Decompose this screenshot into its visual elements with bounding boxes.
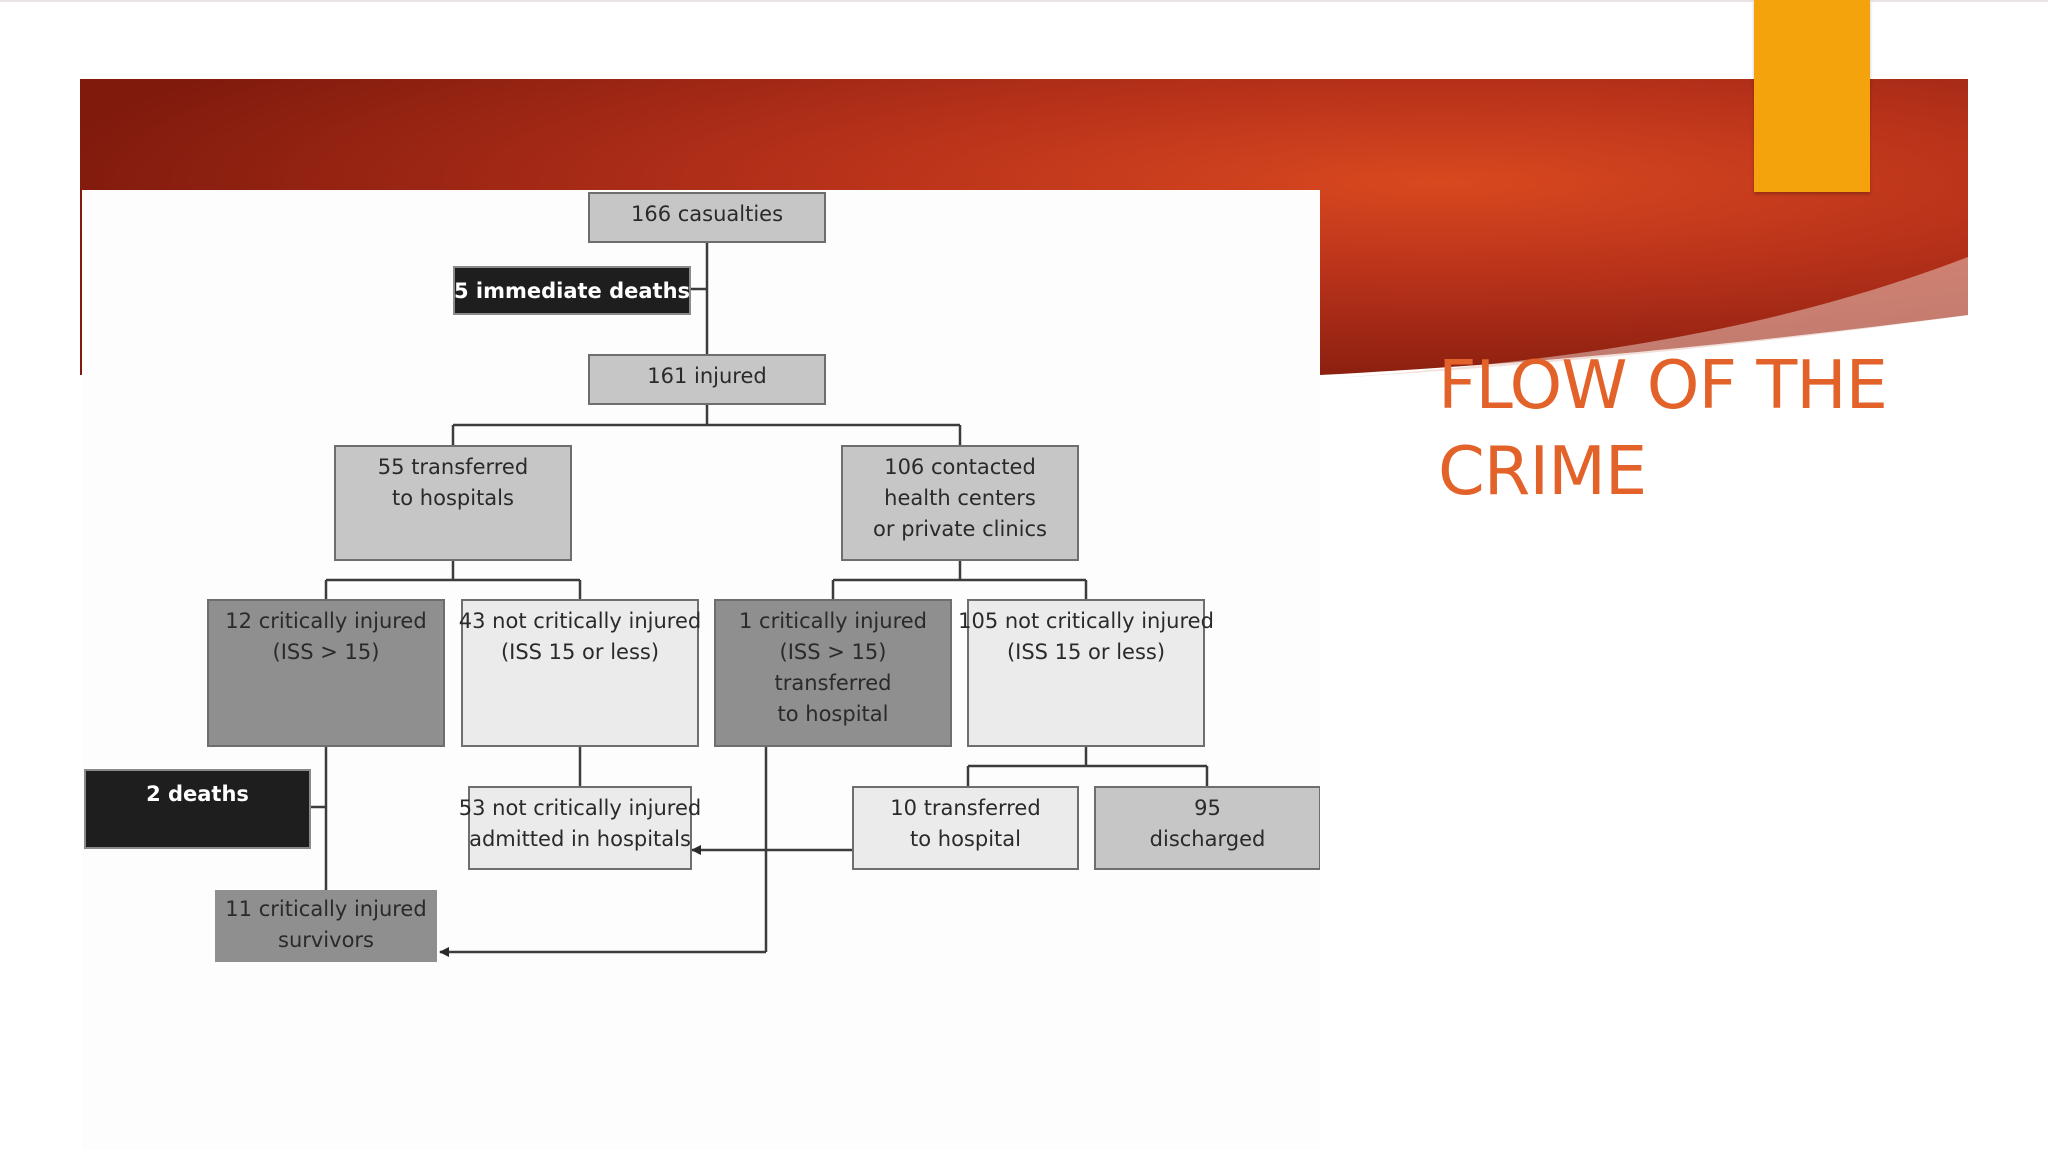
node-text: 53 not critically injured: [459, 796, 701, 820]
node-text: survivors: [278, 928, 374, 952]
node-injured: 161 injured: [588, 354, 826, 405]
node-not-critical-43: 43 not critically injured (ISS 15 or less…: [459, 599, 701, 747]
node-box: [468, 786, 692, 870]
node-text: 10 transferred: [890, 796, 1040, 820]
node-transferred-hospitals: 55 transferred to hospitals: [334, 445, 572, 561]
node-casualties: 166 casualties: [588, 192, 826, 243]
flow-nodes: 166 casualties 5 immediate deaths 161 inju…: [84, 192, 1320, 962]
node-text: 106 contacted: [884, 455, 1036, 479]
node-text: discharged: [1150, 827, 1266, 851]
node-text: to hospital: [778, 702, 889, 726]
node-survivors-11: 11 critically injured survivors: [215, 890, 437, 962]
node-text: (ISS > 15): [273, 640, 380, 664]
top-border: [0, 0, 2048, 2]
node-box: [852, 786, 1079, 870]
node-text: 55 transferred: [378, 455, 528, 479]
node-text: or private clinics: [873, 517, 1047, 541]
node-text: 5 immediate deaths: [454, 279, 690, 303]
node-deaths-2: 2 deaths: [84, 769, 311, 849]
node-text: 95: [1194, 796, 1221, 820]
node-text: 11 critically injured: [225, 897, 426, 921]
node-box: [84, 769, 311, 849]
node-text: 161 injured: [647, 364, 766, 388]
node-text: to hospital: [910, 827, 1021, 851]
flowchart-panel: 166 casualties 5 immediate deaths 161 inju…: [82, 190, 1320, 1150]
node-text: (ISS 15 or less): [501, 640, 659, 664]
node-text: 2 deaths: [146, 782, 249, 806]
accent-bar: [1754, 0, 1870, 192]
node-box: [841, 445, 1079, 561]
node-critical-1: 1 critically injured (ISS > 15) transferre…: [714, 599, 952, 747]
node-text: 12 critically injured: [225, 609, 426, 633]
node-text: admitted in hospitals: [469, 827, 691, 851]
node-box: [967, 599, 1205, 747]
node-admitted-53: 53 not critically injured admitted in hos…: [459, 786, 701, 870]
node-box: [588, 354, 826, 405]
node-text: 1 critically injured: [739, 609, 927, 633]
node-text: health centers: [884, 486, 1036, 510]
node-box: [714, 599, 952, 747]
title-line-2: CRIME: [1438, 432, 1647, 510]
node-box: [588, 192, 826, 243]
node-transferred-10: 10 transferred to hospital: [852, 786, 1079, 870]
node-text: transferred: [775, 671, 892, 695]
node-text: to hospitals: [392, 486, 514, 510]
connectors: [310, 241, 1209, 957]
node-immediate-deaths: 5 immediate deaths: [453, 266, 691, 315]
node-critical-12: 12 critically injured (ISS > 15): [207, 599, 445, 747]
node-discharged-95: 95 discharged: [1094, 786, 1320, 870]
node-box: [453, 266, 691, 315]
node-not-critical-105: 105 not critically injured (ISS 15 or les…: [958, 599, 1214, 747]
node-text: 105 not critically injured: [958, 609, 1214, 633]
node-text: 43 not critically injured: [459, 609, 701, 633]
node-box: [1094, 786, 1320, 870]
node-text: (ISS > 15): [780, 640, 887, 664]
flowchart: 166 casualties 5 immediate deaths 161 inju…: [84, 192, 1320, 962]
title-line-1: FLOW OF THE: [1438, 346, 1888, 424]
node-box: [461, 599, 699, 747]
node-box: [215, 890, 437, 962]
slide-title: FLOW OF THE CRIME: [1438, 342, 1998, 514]
node-contacted-centers: 106 contacted health centers or private cl…: [841, 445, 1079, 561]
node-box: [334, 445, 572, 561]
node-text: 166 casualties: [631, 202, 783, 226]
node-box: [207, 599, 445, 747]
node-text: (ISS 15 or less): [1007, 640, 1165, 664]
